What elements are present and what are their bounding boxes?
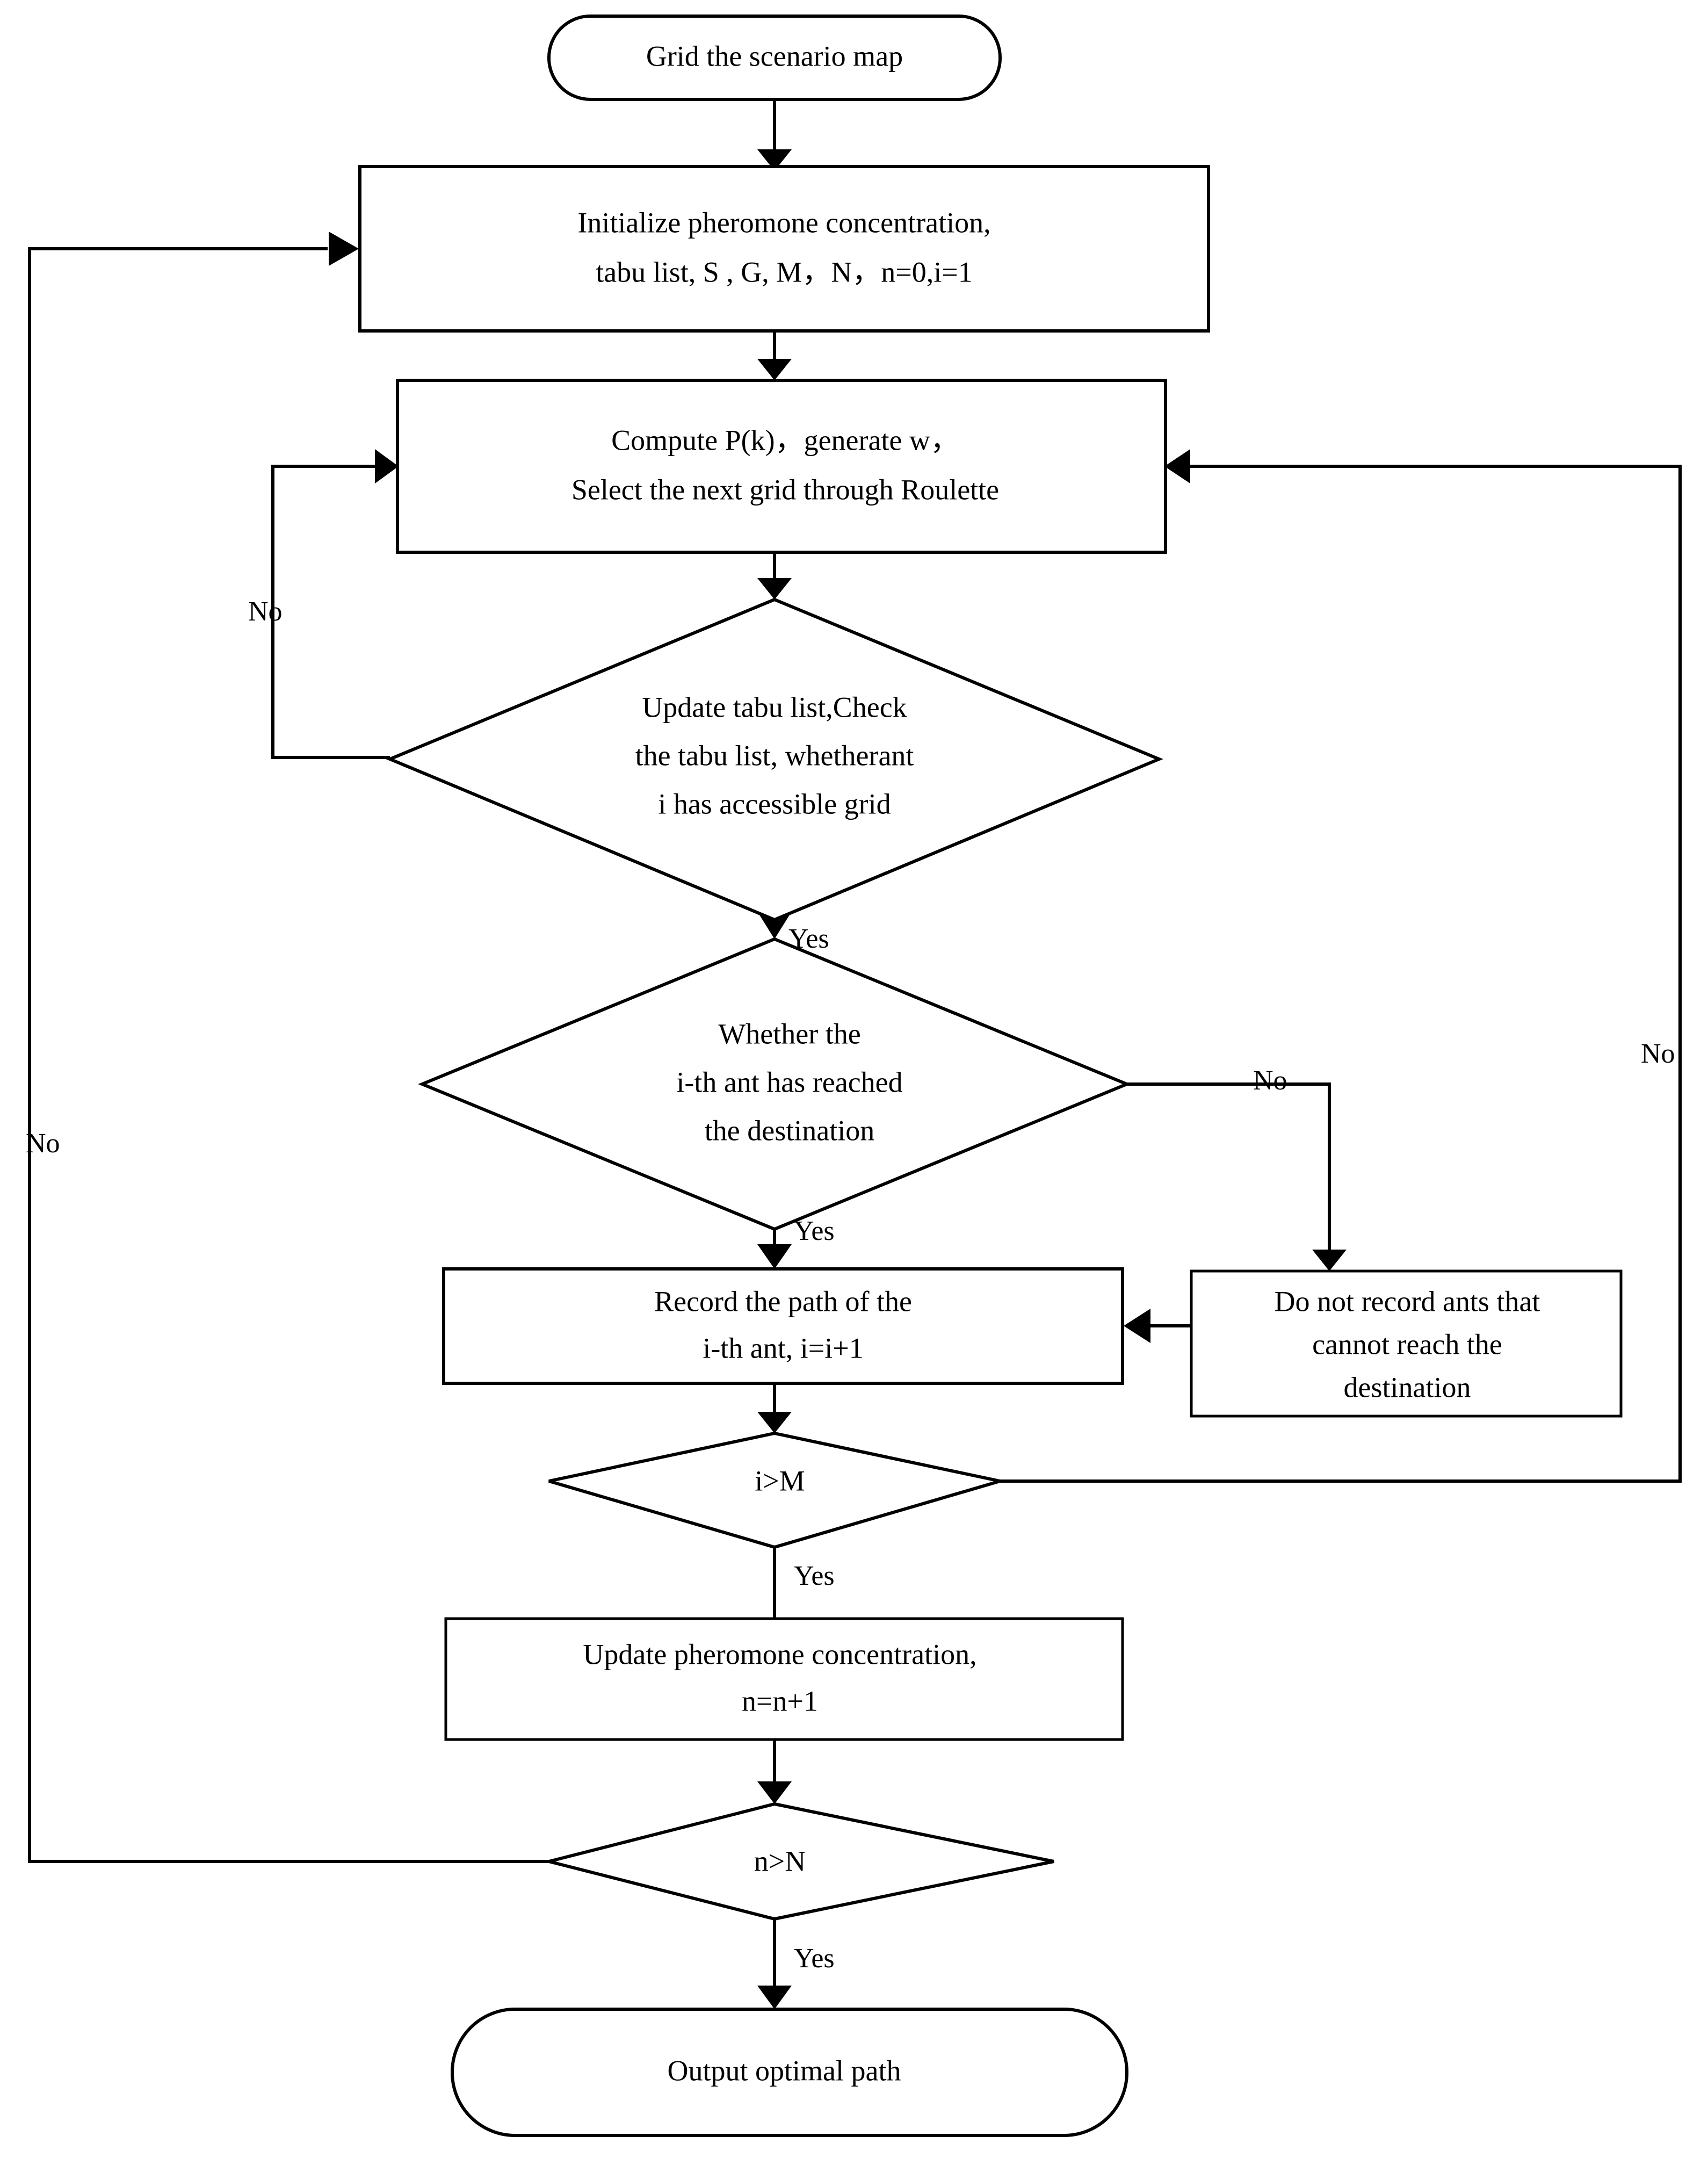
initialize-label-line2: tabu list, S , G, M，N，n=0,i=1 xyxy=(596,256,972,288)
node-i-greater-m[interactable]: i>M xyxy=(548,1431,1001,1549)
node-do-not-record[interactable]: Do not record ants that cannot reach the… xyxy=(1190,1269,1623,1418)
edge-label-reacheddest-yes: Yes xyxy=(794,1216,835,1246)
output-shape xyxy=(451,2008,1128,2137)
edge-ngtn-no-loop xyxy=(28,247,549,1863)
node-output[interactable]: Output optimal path xyxy=(451,2008,1128,2137)
edge-igtm-no-loop xyxy=(1000,465,1682,1483)
output-label: Output optimal path xyxy=(668,2054,901,2087)
update-pheromone-label-line1: Update pheromone concentration, xyxy=(583,1638,976,1670)
arrowhead-donotrecord-to-recordpath xyxy=(1124,1309,1150,1343)
update-pheromone-shape xyxy=(444,1617,1124,1741)
node-initialize[interactable]: Initialize pheromone concentration, tabu… xyxy=(358,165,1210,333)
edge-label-igtm-no: No xyxy=(1641,1038,1675,1069)
check-tabu-label-line3: i has accessible grid xyxy=(658,788,891,820)
reached-destination-label-line2: i-th ant has reached xyxy=(676,1066,902,1098)
reached-destination-label-line1: Whether the xyxy=(718,1017,860,1050)
node-start[interactable]: Grid the scenario map xyxy=(547,15,1002,101)
arrowhead-ngtn-no-loop xyxy=(329,232,359,266)
edge-checktabu-no-loop xyxy=(271,465,390,759)
node-compute[interactable]: Compute P(k)，generate w， Select the next… xyxy=(396,379,1167,554)
check-tabu-label-line2: the tabu list, whetherant xyxy=(635,739,914,771)
edge-reacheddest-no xyxy=(1127,1082,1331,1252)
check-tabu-shape xyxy=(386,597,1163,922)
compute-label-line1: Compute P(k)，generate w， xyxy=(611,424,959,456)
start-label-line1: Grid the scenario map xyxy=(646,40,903,72)
initialize-label-line1: Initialize pheromone concentration, xyxy=(577,206,990,239)
record-path-shape xyxy=(442,1267,1124,1385)
record-path-label-line1: Record the path of the xyxy=(654,1285,912,1317)
node-n-greater-n[interactable]: n>N xyxy=(548,1802,1054,1921)
edge-label-checktabu-no: No xyxy=(248,596,283,627)
arrowhead-ngtn-yes xyxy=(757,1986,792,2009)
i-greater-m-label: i>M xyxy=(755,1464,805,1497)
reached-destination-label-line3: the destination xyxy=(705,1114,874,1146)
compute-shape xyxy=(396,379,1167,554)
node-record-path[interactable]: Record the path of the i-th ant, i=i+1 xyxy=(442,1267,1124,1385)
arrowhead-checktabu-no-loop xyxy=(375,449,399,483)
check-tabu-label-line1: Update tabu list,Check xyxy=(642,691,907,723)
arrowhead-updatepheromone-to-ngtn xyxy=(757,1781,792,1804)
edge-label-ngtn-no: No xyxy=(26,1128,60,1159)
arrowhead-reacheddest-yes xyxy=(757,1244,792,1269)
do-not-record-shape xyxy=(1190,1269,1623,1418)
arrowhead-reacheddest-no xyxy=(1312,1250,1347,1271)
reached-destination-shape xyxy=(418,937,1131,1231)
node-check-tabu[interactable]: Update tabu list,Check the tabu list, wh… xyxy=(386,597,1163,922)
edge-label-reacheddest-no: No xyxy=(1253,1065,1287,1096)
arrowhead-start-to-initialize xyxy=(757,149,792,171)
arrowhead-recordpath-to-igtm xyxy=(757,1412,792,1433)
do-not-record-label-line3: destination xyxy=(1344,1371,1471,1403)
edge-label-checktabu-yes: Yes xyxy=(788,923,829,954)
record-path-label-line2: i-th ant, i=i+1 xyxy=(703,1332,863,1364)
compute-label-line2: Select the next grid through Roulette xyxy=(571,473,999,506)
initialize-shape xyxy=(358,165,1210,333)
do-not-record-label-line2: cannot reach the xyxy=(1312,1328,1502,1360)
n-greater-n-shape xyxy=(548,1802,1054,1921)
i-greater-m-shape xyxy=(548,1431,1001,1549)
arrowhead-checktabu-yes xyxy=(758,913,791,939)
n-greater-n-label: n>N xyxy=(754,1845,806,1877)
start-shape xyxy=(547,15,1002,101)
arrowhead-initialize-to-compute xyxy=(757,359,792,380)
arrowhead-compute-to-checktabu xyxy=(757,578,792,600)
node-update-pheromone[interactable]: Update pheromone concentration, n=n+1 xyxy=(444,1617,1124,1741)
do-not-record-label-line1: Do not record ants that xyxy=(1275,1285,1540,1317)
node-reached-destination[interactable]: Whether the i-th ant has reached the des… xyxy=(418,937,1131,1231)
edge-label-layer: No Yes Yes No No Yes No Yes xyxy=(26,596,1675,1974)
edge-label-ngtn-yes: Yes xyxy=(794,1943,835,1974)
update-pheromone-label-line2: n=n+1 xyxy=(742,1685,818,1717)
arrowhead-igtm-no-loop xyxy=(1164,449,1190,483)
edge-label-igtm-yes: Yes xyxy=(794,1561,835,1591)
